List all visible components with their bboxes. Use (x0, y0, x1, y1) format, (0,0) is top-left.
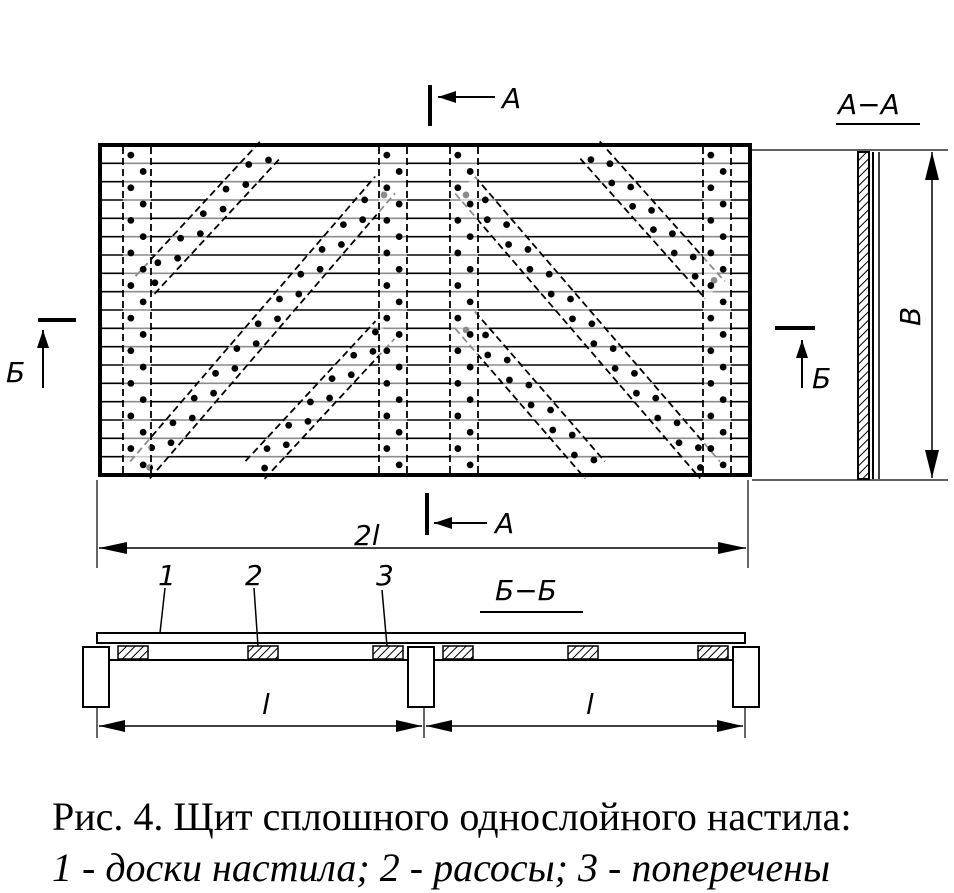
hatched-bars (117, 645, 729, 660)
cross-bar-1 (122, 147, 152, 473)
section-a-marker-top: A (428, 82, 521, 126)
section-b-label-right: Б (812, 362, 831, 395)
cross-bar-4 (702, 147, 732, 473)
cross-bars (122, 147, 732, 473)
span-label-right: l (586, 688, 594, 721)
span-label-left: l (262, 688, 270, 721)
panel-outline (98, 143, 752, 477)
brace-1 (134, 140, 281, 295)
part-leaders (159, 587, 388, 647)
panel-plan-view (98, 140, 752, 480)
cross-bar-2 (378, 147, 408, 473)
section-a-label-top: A (500, 82, 521, 115)
section-a-marker-bottom: A (425, 493, 514, 540)
dimension-2l: 2l (96, 480, 749, 568)
part-1-label: 1 (158, 559, 176, 592)
cross-bar-3 (449, 147, 479, 473)
section-bb-title: Б−Б (495, 574, 557, 607)
supports (82, 646, 760, 708)
section-a-label-bottom: A (493, 507, 514, 540)
figure-caption-legend: 1 - доски настила; 2 - расосы; 3 - попер… (52, 845, 831, 890)
section-b-marker-right: Б (775, 326, 831, 395)
figure-caption-title: Рис. 4. Щит сплошного однослойного насти… (52, 794, 852, 839)
dimension-2l-label: 2l (354, 519, 380, 552)
brace-3 (244, 320, 396, 480)
deck-board-section (96, 632, 746, 644)
diagonal-braces (129, 140, 726, 480)
part-2-label: 2 (245, 559, 263, 592)
dimension-b-label: B (894, 307, 927, 326)
brace-2 (129, 175, 396, 480)
section-aa-title: A−A (836, 88, 900, 121)
section-aa-view: A−A B (752, 88, 948, 481)
brace-4 (454, 175, 721, 480)
span-dimensions (96, 707, 746, 738)
section-bb-view: Б−Б 1 2 3 (82, 559, 760, 738)
part-3-label: 3 (376, 559, 394, 592)
section-b-marker-left: Б (6, 318, 76, 389)
section-b-label-left: Б (6, 356, 25, 389)
